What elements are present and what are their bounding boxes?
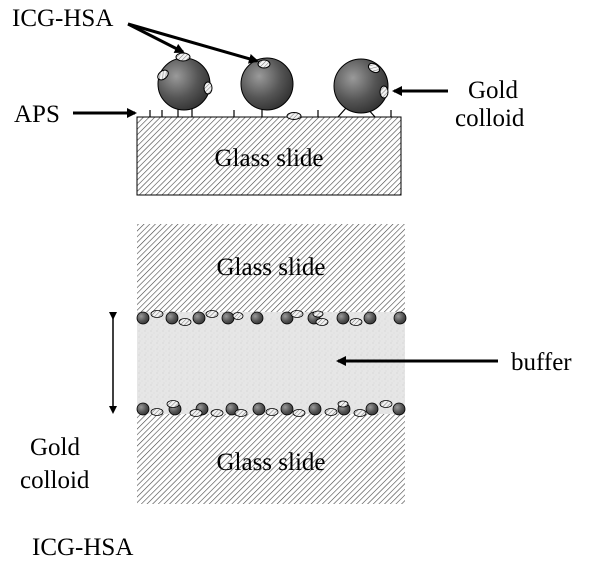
upper-glass-slide [137,224,405,312]
buffer-region [137,312,405,414]
bottom-icg-hsa-label: ICG-HSA [32,534,133,561]
icg-hsa-arrow-1 [127,22,185,54]
bottom-panel: Glass slide Glass slide [20,224,572,561]
lower-glass-slide [137,414,405,504]
gold-colloid-label-line2: colloid [455,105,525,132]
icg-hsa-arrow-2 [127,22,259,64]
top-glass-slide-label: Glass slide [214,145,323,172]
lower-colloid-row [136,400,406,417]
upper-colloid-row [136,310,407,326]
icg-hsa-molecules [157,52,389,120]
lower-glass-slide-label: Glass slide [216,449,325,476]
gold-colloid-label-line1: Gold [468,77,519,104]
gold-colloid-sphere [157,57,211,111]
bottom-gold-colloid-label-line2: colloid [20,467,90,494]
top-panel: Glass slide ICG-HS [12,5,525,196]
gold-colloid-sphere [333,58,389,114]
gold-colloid-sphere [240,57,294,111]
upper-glass-slide-label: Glass slide [216,254,325,281]
icg-hsa-label: ICG-HSA [12,5,113,32]
buffer-label: buffer [511,349,572,376]
top-glass-slide [136,116,402,196]
bottom-gold-colloid-label-line1: Gold [30,434,81,461]
aps-label: APS [14,101,60,128]
